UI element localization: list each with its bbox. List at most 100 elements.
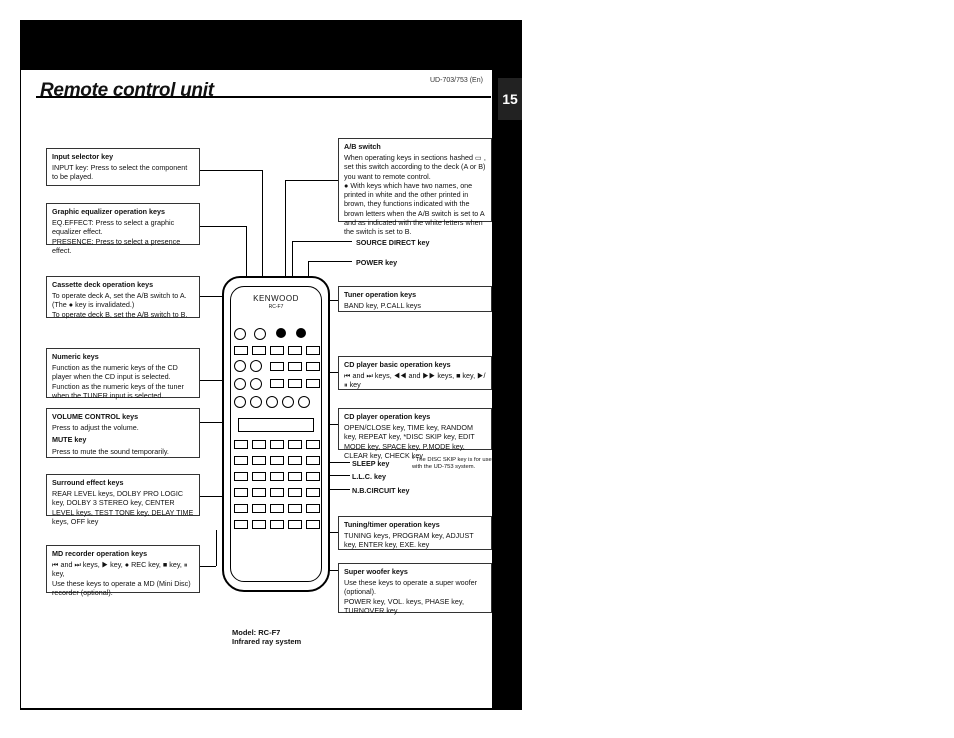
surround-key <box>270 472 284 481</box>
woofer-box: Super woofer keys Use these keys to oper… <box>338 563 492 615</box>
cd-basic-box: CD player basic operation keys ⏮ and ⏭ k… <box>338 356 492 390</box>
source-direct-key <box>276 328 286 338</box>
cd-key <box>270 379 284 388</box>
surround-key <box>234 472 248 481</box>
cd-ops-box: CD player operation keys OPEN/CLOSE key,… <box>338 408 492 460</box>
numeric-key <box>234 360 246 372</box>
cd-ops-heading: CD player operation keys <box>344 412 431 421</box>
timer-key <box>288 504 302 513</box>
volume-text: Press to adjust the volume. <box>52 423 139 433</box>
left-rule <box>20 70 21 710</box>
connector-line <box>200 380 226 381</box>
mute-heading: MUTE key <box>52 435 87 445</box>
graphic-eq-text-2: PRESENCE: Press to select a presence eff… <box>52 236 181 255</box>
numeric-text-1: Function as the numeric keys of the CD p… <box>52 363 178 382</box>
remote-face <box>230 286 322 582</box>
eq-effect-key <box>254 328 266 340</box>
numeric-key <box>298 396 310 408</box>
surround-key <box>252 488 266 497</box>
woofer-key <box>288 520 302 529</box>
tuning-key <box>306 488 320 497</box>
numeric-key <box>266 396 278 408</box>
md-key <box>234 504 248 513</box>
cd-operation-key <box>288 456 302 465</box>
nb-circuit-key <box>306 472 320 481</box>
connector-line <box>216 530 217 566</box>
timer-key <box>306 504 320 513</box>
tuner-heading: Tuner operation keys <box>344 290 417 299</box>
cassette-key <box>234 346 248 355</box>
connector-line <box>310 462 350 463</box>
cd-operation-key <box>252 440 266 449</box>
ab-switch-heading: A/B switch <box>344 142 381 151</box>
md-text-2: Use these keys to operate a MD (Mini Dis… <box>52 578 191 597</box>
surround-heading: Surround effect keys <box>52 478 124 487</box>
surround-box: Surround effect keys REAR LEVEL keys, DO… <box>46 474 200 526</box>
mute-text: Press to mute the sound temporarily. <box>52 446 169 456</box>
surround-text: REAR LEVEL keys, DOLBY PRO LOGIC key, DO… <box>52 489 194 526</box>
tuning-timer-heading: Tuning/timer operation keys <box>344 520 440 529</box>
numeric-key <box>234 396 246 408</box>
page-title: Remote control unit <box>40 80 214 101</box>
connector-line <box>200 496 226 497</box>
disc-skip-note: * The DISC SKIP key is for use with the … <box>412 457 492 471</box>
nb-circuit-label: N.B.CIRCUIT key <box>352 486 410 495</box>
connector-line <box>200 226 246 227</box>
cd-key <box>288 379 302 388</box>
numeric-box: Numeric keys Function as the numeric key… <box>46 348 200 400</box>
cd-basic-text: ⏮ and ⏭ keys, ◀◀ and ▶▶ keys, ■ key, ▶/⏸… <box>344 371 486 390</box>
cassette-box: Cassette deck operation keys To operate … <box>46 276 200 319</box>
cd-operation-key <box>234 440 248 449</box>
woofer-heading: Super woofer keys <box>344 567 408 576</box>
cd-key <box>306 379 320 388</box>
model-caption: Model: RC-F7 Infrared ray system <box>232 628 301 647</box>
cassette-key <box>270 346 284 355</box>
cd-operation-key <box>252 456 266 465</box>
cd-operation-key <box>270 440 284 449</box>
title-rule <box>36 96 491 98</box>
cd-basic-heading: CD player basic operation keys <box>344 360 451 369</box>
ab-switch-text-2: ● With keys which have two names, one pr… <box>344 180 485 236</box>
ab-switch-text-1: When operating keys in sections hashed ▭… <box>344 153 486 181</box>
surround-key <box>270 488 284 497</box>
connector-line <box>326 424 338 425</box>
tuning-timer-text: TUNING keys, PROGRAM key, ADJUST key, EN… <box>344 531 474 550</box>
md-box: MD recorder operation keys ⏮ and ⏭ keys,… <box>46 545 200 597</box>
remote-control-illustration: KENWOOD RC-F7 <box>222 276 330 592</box>
woofer-text-1: Use these keys to operate a super woofer… <box>344 578 478 597</box>
numeric-key <box>250 360 262 372</box>
power-label: POWER key <box>356 258 398 267</box>
tuning-key <box>288 488 302 497</box>
input-selector-text: INPUT key: Press to select the component… <box>52 163 188 182</box>
model-caption-line-2: Infrared ray system <box>232 637 302 647</box>
cd-key <box>288 362 302 371</box>
remote-brand: KENWOOD <box>253 294 299 303</box>
model-tag: UD-703/753 (En) <box>430 77 483 84</box>
bottom-rule <box>20 708 522 710</box>
surround-key <box>234 488 248 497</box>
cassette-text-2: To operate deck B, set the A/B switch to… <box>52 309 188 319</box>
woofer-text-2: POWER key, VOL. keys, PHASE key, TURNOVE… <box>344 596 464 615</box>
cassette-text-1: To operate deck A, set the A/B switch to… <box>52 291 187 310</box>
cassette-heading: Cassette deck operation keys <box>52 280 154 289</box>
input-selector-box: Input selector key INPUT key: Press to s… <box>46 148 200 186</box>
tuner-box: Tuner operation keys BAND key, P.CALL ke… <box>338 286 492 312</box>
volume-heading: VOLUME CONTROL keys <box>52 412 139 421</box>
cd-operation-key <box>270 456 284 465</box>
woofer-key <box>270 520 284 529</box>
numeric-key <box>234 378 246 390</box>
cd-operation-key <box>234 456 248 465</box>
connector-line <box>285 180 338 181</box>
sleep-label: SLEEP key <box>352 459 390 468</box>
volume-control-bar <box>238 418 314 432</box>
md-key <box>252 504 266 513</box>
cassette-key <box>252 346 266 355</box>
input-key <box>234 328 246 340</box>
power-key <box>296 328 306 338</box>
md-heading: MD recorder operation keys <box>52 549 148 558</box>
input-selector-heading: Input selector key <box>52 152 114 161</box>
connector-line <box>200 566 216 567</box>
side-black-bar <box>492 70 522 710</box>
llc-key <box>288 472 302 481</box>
connector-line <box>326 532 338 533</box>
